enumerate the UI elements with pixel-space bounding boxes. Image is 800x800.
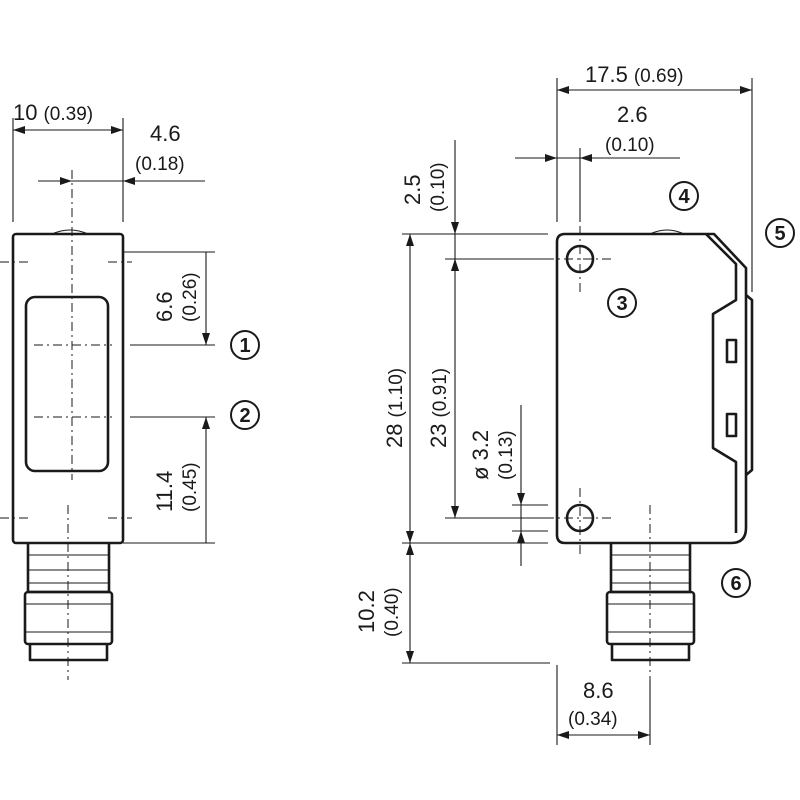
side-connector xyxy=(605,505,696,680)
svg-text:(0.26): (0.26) xyxy=(180,272,201,322)
dim-axis1-mm: 6.6 xyxy=(152,291,177,322)
dim-hole-spacing-mm: 23 xyxy=(426,424,451,448)
dim-width-in: (0.39) xyxy=(43,104,93,125)
dim-connector-length-in: (0.40) xyxy=(382,587,403,637)
svg-text:(0.10): (0.10) xyxy=(428,162,449,212)
svg-text:(0.40): (0.40) xyxy=(382,587,403,637)
svg-text:1: 1 xyxy=(239,335,250,357)
front-housing xyxy=(11,232,125,545)
svg-text:10.2: 10.2 xyxy=(354,590,379,633)
dim-front-offset-mm: 2.6 xyxy=(617,102,648,127)
dim-width-mm: 10 xyxy=(13,100,37,125)
dim-depth-in: (0.69) xyxy=(634,66,684,87)
dim-lens-offset-mm: 4.6 xyxy=(150,121,181,146)
side-housing xyxy=(555,232,748,545)
dim-axis2-mm: 11.4 xyxy=(152,471,177,512)
dim-front-offset-in: (0.10) xyxy=(605,135,655,156)
dim-connector-length-mm: 10.2 xyxy=(354,590,379,633)
dim-hole-spacing-in: (0.91) xyxy=(430,368,451,418)
side-front-plate xyxy=(745,294,754,476)
svg-text:5: 5 xyxy=(774,223,785,245)
dim-hole-diameter-mm: ø 3.2 xyxy=(468,430,493,480)
svg-text:17.5(0.69): 17.5 (0.69) xyxy=(585,62,683,87)
svg-text:6: 6 xyxy=(730,573,741,595)
svg-text:10(0.39): 10 (0.39) xyxy=(13,100,93,125)
front-view: 10 (0.39) 4.6 (0.18) 6.6 (0.26) 11.4 (0.4… xyxy=(0,100,260,680)
svg-text:2.5: 2.5 xyxy=(400,174,425,205)
dim-axis1-in: (0.26) xyxy=(180,272,201,322)
dim-depth-mm: 17.5 xyxy=(585,62,628,87)
dim-height-in: (1.10) xyxy=(386,368,407,418)
dim-lens-offset-in: (0.18) xyxy=(135,154,185,175)
dim-connector-offset-mm: 8.6 xyxy=(583,678,614,703)
dim-axis2-in: (0.45) xyxy=(180,462,201,512)
callout-4: 4 xyxy=(669,181,699,211)
callout-5: 5 xyxy=(765,218,795,248)
callout-1: 1 xyxy=(230,330,260,360)
svg-text:(0.13): (0.13) xyxy=(496,430,517,480)
svg-text:4: 4 xyxy=(678,186,690,208)
front-lens-window xyxy=(24,295,110,473)
svg-text:3: 3 xyxy=(616,293,627,315)
dim-height-mm: 28 xyxy=(382,424,407,448)
callout-3: 3 xyxy=(607,288,637,318)
dim-hole-diameter-in: (0.13) xyxy=(496,430,517,480)
svg-text:2: 2 xyxy=(239,405,250,427)
callout-6: 6 xyxy=(721,568,751,598)
svg-text:6.6: 6.6 xyxy=(152,291,177,322)
side-bracket xyxy=(705,233,738,533)
front-top-cap xyxy=(51,229,89,235)
svg-text:28(1.10): 28 (1.10) xyxy=(382,368,407,448)
callout-2: 2 xyxy=(230,400,260,430)
svg-text:11.4: 11.4 xyxy=(152,471,177,512)
svg-text:23(0.91): 23 (0.91) xyxy=(426,368,451,448)
dim-connector-offset-in: (0.34) xyxy=(568,709,618,730)
dim-hole-top-in: (0.10) xyxy=(428,162,449,212)
side-view: 17.5 (0.69) 2.6 (0.10) 2.5 (0.10) 28 (1.10… xyxy=(354,62,795,745)
dim-hole-top-mm: 2.5 xyxy=(400,174,425,205)
svg-text:ø 3.2: ø 3.2 xyxy=(468,430,493,480)
svg-text:(0.45): (0.45) xyxy=(180,462,201,512)
